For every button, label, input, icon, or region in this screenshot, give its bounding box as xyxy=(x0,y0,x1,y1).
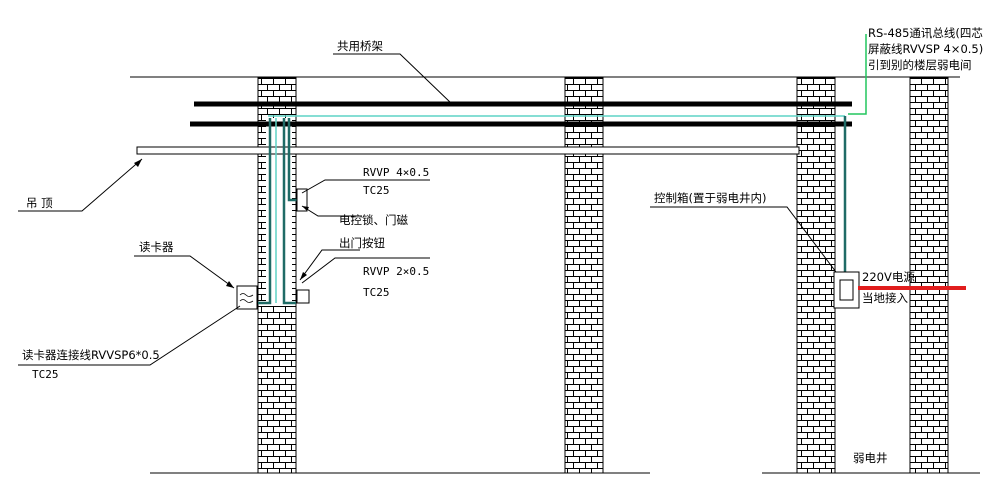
control-box-inner xyxy=(839,279,854,301)
rvvp2-label-line1: RVVP 2×0.5 xyxy=(363,265,429,278)
card-reader-symbol xyxy=(239,293,254,303)
shaft-label: 弱电井 xyxy=(853,451,888,465)
rs485-label-line2: 屏蔽线RVVSP 4×0.5) xyxy=(868,42,983,56)
brick-column-3 xyxy=(796,77,836,474)
control-box xyxy=(833,271,860,309)
rvvp4-label-line2: TC25 xyxy=(363,184,390,197)
brick-column-4 xyxy=(909,77,949,474)
control-box-label: 控制箱(置于弱电井内) xyxy=(654,191,766,205)
rs485-bus-line xyxy=(848,34,867,115)
ceiling-label: 吊 顶 xyxy=(26,196,53,210)
rs485-label-line3: 引到别的楼层弱电间 xyxy=(868,58,972,72)
reader-cable-label-line2: TC25 xyxy=(32,368,59,381)
lock-label: 电控锁、门磁 xyxy=(339,213,408,227)
shared-tray-label: 共用桥架 xyxy=(337,39,383,53)
lock-device xyxy=(296,188,308,212)
reader-cable-label-line1: 读卡器连接线RVVSP6*0.5 xyxy=(22,348,160,362)
suspended-ceiling xyxy=(136,146,800,155)
exit-button-label: 出门按钮 xyxy=(339,236,385,250)
power-label-line2: 当地接入 xyxy=(862,291,908,305)
rvvp2-label-line2: TC25 xyxy=(363,286,390,299)
rs485-label-line1: RS-485通讯总线(四芯 xyxy=(868,26,983,40)
leader-lines xyxy=(18,53,837,366)
rvvp4-label-line1: RVVP 4×0.5 xyxy=(363,166,429,179)
card-reader-label: 读卡器 xyxy=(139,240,174,254)
card-reader-device xyxy=(236,285,258,310)
power-label-line1: 220V电源 xyxy=(862,270,915,284)
cable-routes-column-1 xyxy=(258,118,300,305)
exit-button-device xyxy=(296,289,310,304)
brick-column-2 xyxy=(564,77,604,474)
